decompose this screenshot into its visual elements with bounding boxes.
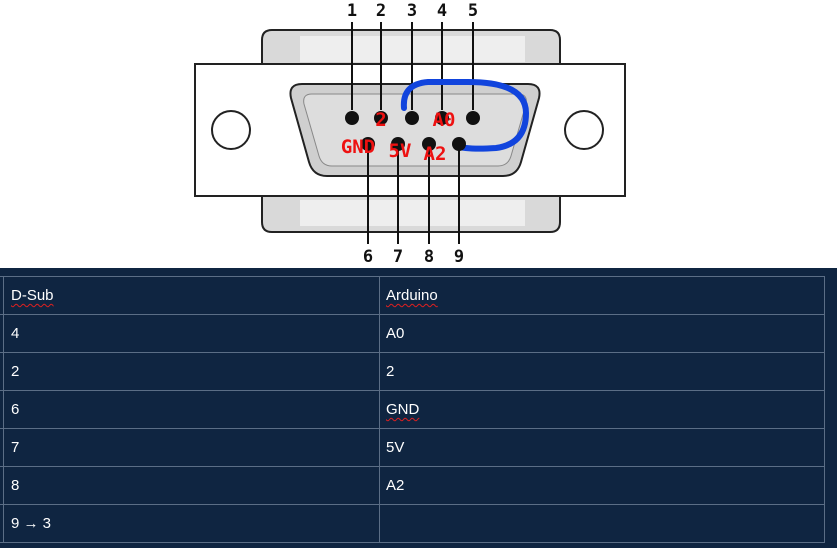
pin-number-2: 2 (376, 1, 386, 21)
pin-mapping-panel: D-Sub Arduino 4 A0 2 2 6 GND 7 5V (0, 268, 837, 548)
pin-leads-bottom (367, 150, 460, 244)
cell-dsub: 4 (3, 314, 380, 353)
pin-leads-top (351, 22, 474, 110)
db9-connector-diagram: 1 2 3 4 5 6 7 8 9 2 A0 GND 5V A2 (0, 0, 837, 268)
cell-arduino: GND (379, 390, 825, 429)
table-row: 7 5V (0, 428, 825, 467)
table-row: 9 → 3 (0, 504, 825, 543)
cell-arduino: A0 (379, 314, 825, 353)
pin-number-8: 8 (424, 247, 434, 267)
label-pin4-a0: A0 (433, 109, 456, 131)
cell-arduino: A2 (379, 466, 825, 505)
label-pin8-a2: A2 (424, 143, 447, 165)
mounting-hole-left (211, 110, 251, 150)
header-arduino-text: Arduino (386, 287, 438, 304)
pin-contacts (345, 111, 480, 151)
pin-number-1: 1 (347, 1, 357, 21)
d-sub-insert (303, 93, 527, 167)
pin-number-6: 6 (363, 247, 373, 267)
header-arduino: Arduino (379, 276, 825, 315)
header-dsub: D-Sub (3, 276, 380, 315)
header-dsub-text: D-Sub (11, 287, 54, 304)
cell-arduino (379, 504, 825, 543)
pin-number-4: 4 (437, 1, 447, 21)
pin-number-3: 3 (407, 1, 417, 21)
table-row: 8 A2 (0, 466, 825, 505)
table-row: 2 2 (0, 352, 825, 391)
cell-dsub: 7 (3, 428, 380, 467)
table-row: 6 GND (0, 390, 825, 429)
mounting-hole-right (564, 110, 604, 150)
cell-arduino-text: GND (386, 401, 420, 418)
db9-connector-svg: 1 2 3 4 5 6 7 8 9 2 A0 GND 5V A2 (194, 1, 626, 267)
shell-bottom-highlight (300, 200, 525, 226)
pin-mapping-table: D-Sub Arduino 4 A0 2 2 6 GND 7 5V (0, 276, 825, 543)
cell-arduino: 5V (379, 428, 825, 467)
label-pin7-5v: 5V (389, 140, 412, 162)
cell-dsub: 2 (3, 352, 380, 391)
pin-number-9: 9 (454, 247, 464, 267)
pin-number-7: 7 (393, 247, 403, 267)
cell-dsub: 8 (3, 466, 380, 505)
cell-arduino: 2 (379, 352, 825, 391)
pin-number-5: 5 (468, 1, 478, 21)
table-row: 4 A0 (0, 314, 825, 353)
cell-dsub: 6 (3, 390, 380, 429)
cell-dsub: 9 → 3 (3, 504, 380, 543)
label-pin6-gnd: GND (341, 136, 375, 158)
table-header-row: D-Sub Arduino (0, 276, 825, 315)
label-pin2-arduino-2: 2 (375, 109, 386, 131)
jumper-wire-9-to-3 (400, 79, 530, 152)
